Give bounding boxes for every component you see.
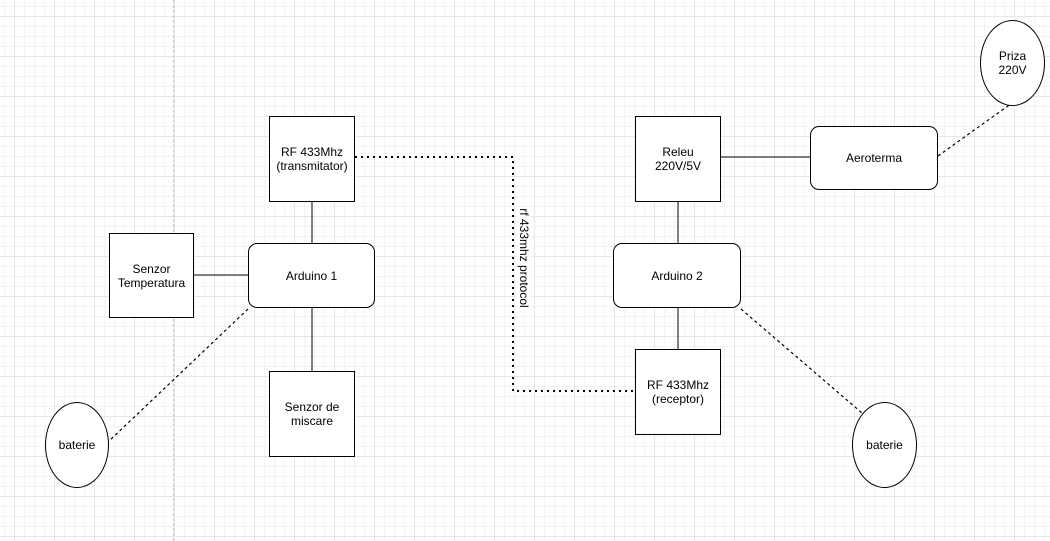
edge-rf-protocol [355, 156, 635, 392]
edge-arduino2-baterie [740, 308, 863, 414]
battery-right-node[interactable]: baterie [852, 402, 917, 488]
arduino-1-node[interactable]: Arduino 1 [248, 243, 375, 308]
rf-transmitter-node[interactable]: RF 433Mhz (transmitator) [269, 116, 355, 202]
heater-node[interactable]: Aeroterma [810, 126, 938, 190]
power-outlet-node[interactable]: Priza 220V [980, 20, 1045, 106]
edge-arduino1-baterie [107, 308, 249, 443]
edge-aeroterma-priza [937, 102, 1013, 157]
rf-receiver-node[interactable]: RF 433Mhz (receptor) [635, 349, 721, 435]
motion-sensor-node[interactable]: Senzor de miscare [269, 371, 355, 457]
rf-protocol-label: rf 433mhz protocol [517, 207, 531, 309]
battery-left-node[interactable]: baterie [45, 402, 109, 488]
relay-node[interactable]: Releu 220V/5V [635, 116, 721, 202]
arduino-2-node[interactable]: Arduino 2 [613, 243, 741, 308]
temperature-sensor-node[interactable]: Senzor Temperatura [109, 233, 194, 318]
